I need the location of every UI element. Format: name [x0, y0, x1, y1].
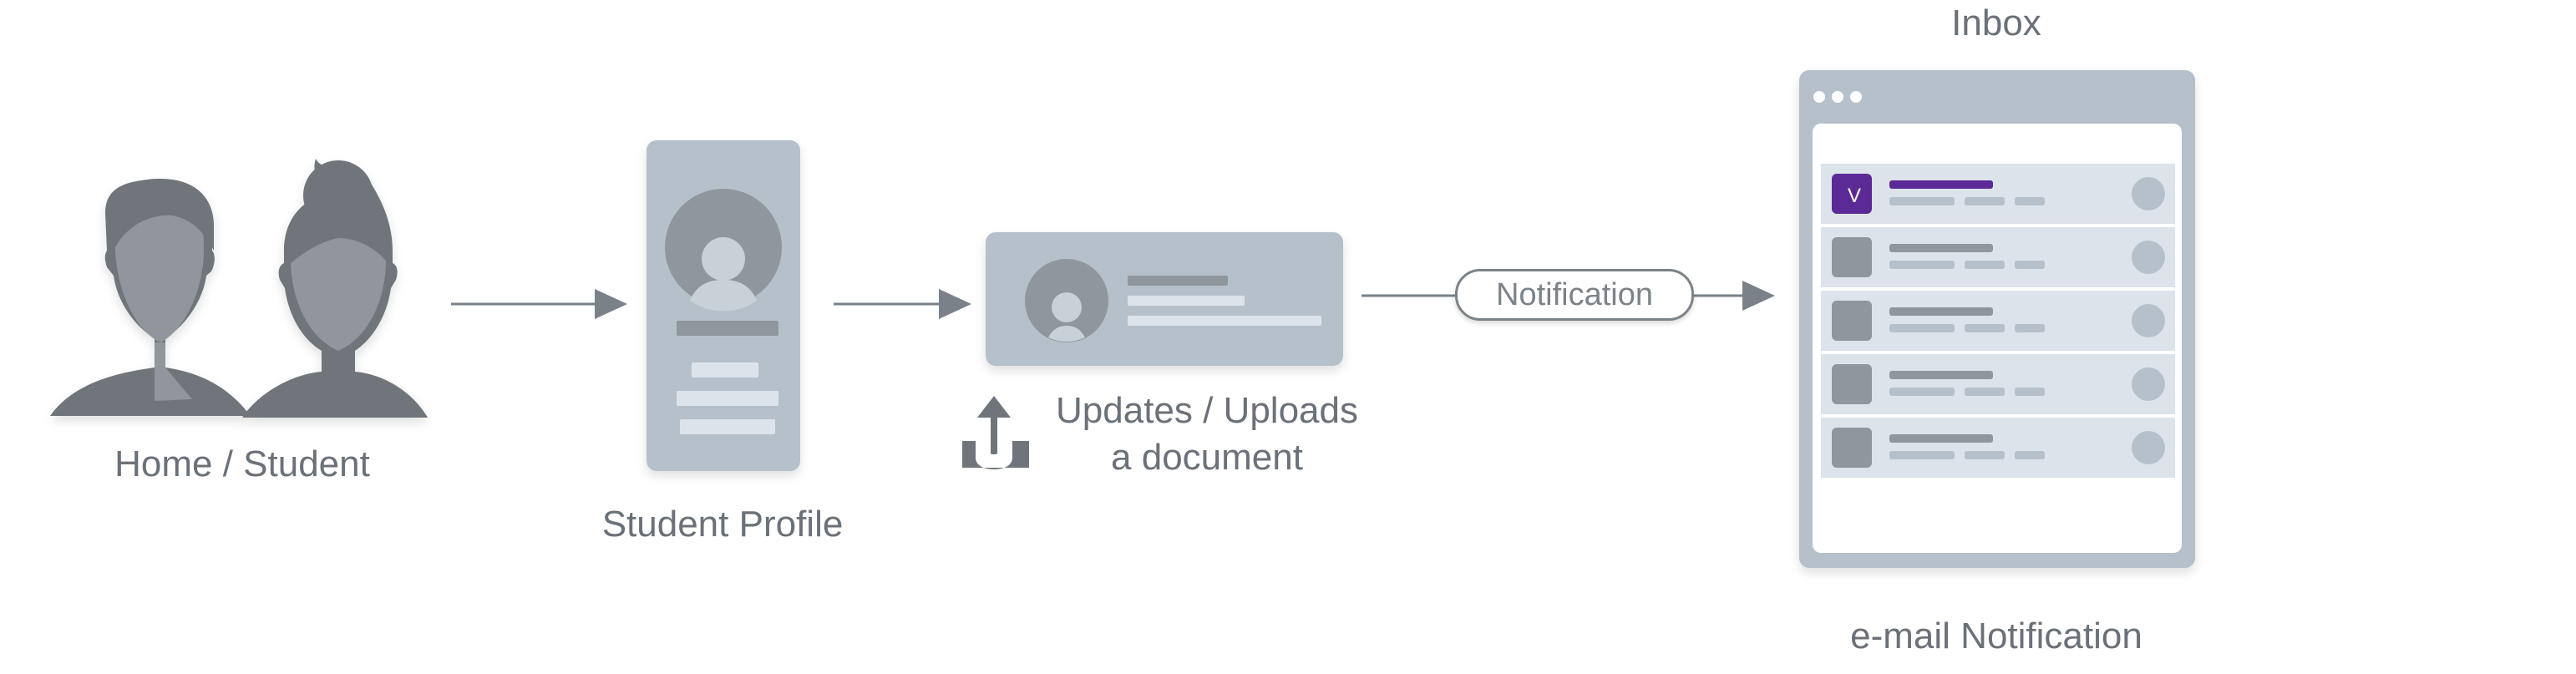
document-card-icon: [986, 232, 1343, 366]
inbox-row-1: [1821, 164, 2175, 224]
email-notification-label: e-mail Notification: [1850, 616, 2142, 656]
inbox-row-4: [1821, 354, 2175, 414]
upload-label-line2: a document: [1111, 437, 1303, 478]
student-silhouette-icon: [50, 159, 428, 418]
home-student-label: Home / Student: [114, 443, 370, 484]
profile-card-icon: [647, 140, 800, 471]
inbox-label: Inbox: [1951, 3, 2041, 43]
inbox-row-3: [1821, 291, 2175, 351]
upload-label-line1: Updates / Uploads: [1056, 390, 1358, 431]
notification-badge: Notification: [1455, 269, 1694, 321]
inbox-row-2: [1821, 227, 2175, 287]
student-profile-label: Student Profile: [601, 504, 844, 545]
inbox-avatar-letter: V: [1847, 185, 1861, 207]
email-window-icon: [1799, 70, 2195, 568]
upload-icon: [962, 396, 1029, 469]
inbox-row-5: [1821, 418, 2175, 478]
